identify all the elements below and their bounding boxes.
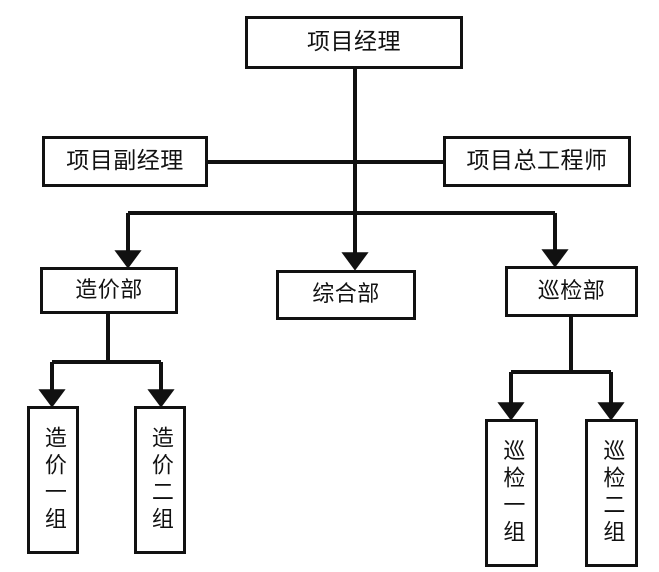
- node-project-manager[interactable]: 项目经理: [245, 16, 463, 69]
- node-general-department-label: 综合部: [312, 282, 380, 308]
- node-cost-group-1[interactable]: 造价一组: [27, 406, 79, 554]
- node-inspection-group-2-label: 巡检二组: [599, 439, 625, 547]
- node-inspection-department[interactable]: 巡检部: [505, 266, 638, 317]
- node-inspection-department-label: 巡检部: [537, 278, 606, 304]
- node-cost-department[interactable]: 造价部: [40, 267, 178, 314]
- node-project-manager-label: 项目经理: [307, 29, 401, 56]
- node-chief-engineer-label: 项目总工程师: [466, 148, 608, 175]
- node-cost-group-2-label: 造价二组: [147, 426, 173, 534]
- node-chief-engineer[interactable]: 项目总工程师: [443, 136, 631, 187]
- node-deputy-project-manager-label: 项目副经理: [66, 148, 184, 175]
- node-inspection-group-1[interactable]: 巡检一组: [485, 419, 538, 567]
- node-deputy-project-manager[interactable]: 项目副经理: [42, 136, 208, 187]
- node-inspection-group-2[interactable]: 巡检二组: [585, 419, 638, 567]
- node-cost-group-2[interactable]: 造价二组: [134, 406, 186, 554]
- node-cost-department-label: 造价部: [75, 277, 143, 303]
- node-general-department[interactable]: 综合部: [276, 270, 416, 320]
- node-inspection-group-1-label: 巡检一组: [499, 439, 525, 547]
- node-cost-group-1-label: 造价一组: [40, 426, 66, 534]
